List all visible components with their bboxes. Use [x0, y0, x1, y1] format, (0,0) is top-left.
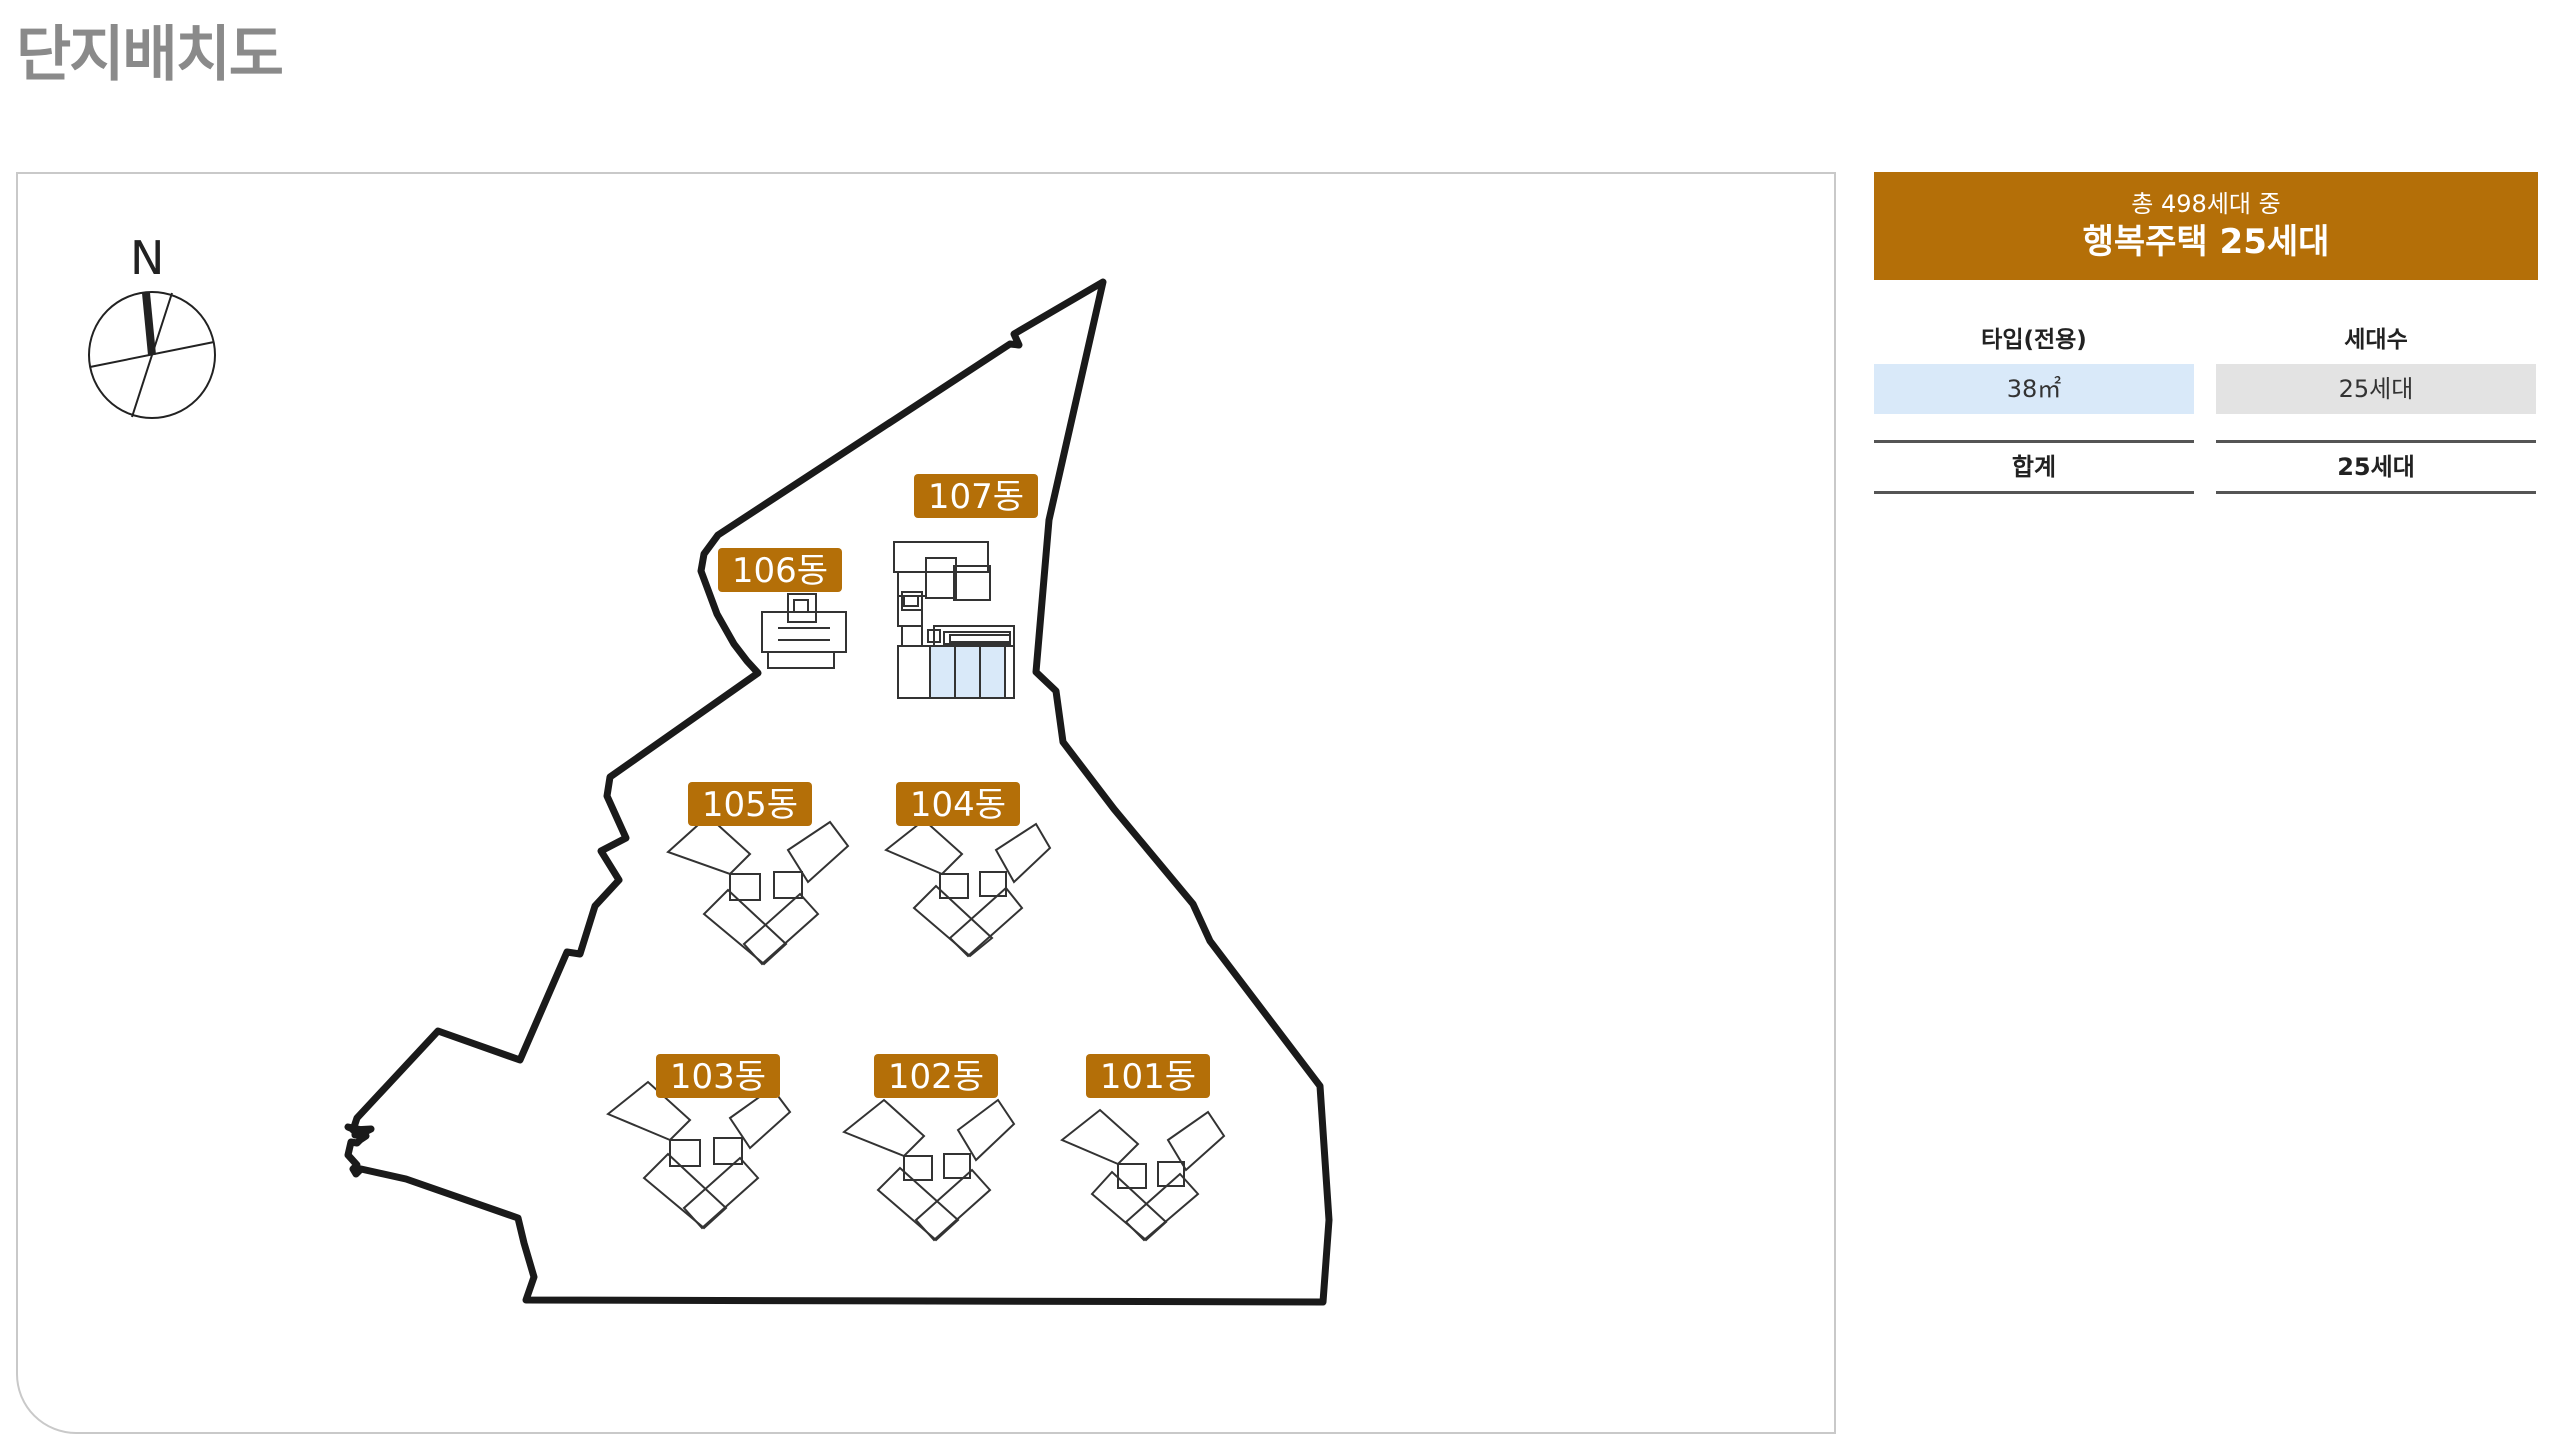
site-plan-svg: N [88, 231, 1333, 1306]
site-plan-map: N [16, 172, 1836, 1434]
building-101-footprint[interactable] [1060, 1108, 1226, 1242]
site-boundary [344, 278, 1333, 1306]
building-102-footprint[interactable] [842, 1098, 1016, 1242]
building-106-footprint[interactable] [761, 593, 847, 669]
building-label-105[interactable]: 105동 [688, 782, 812, 826]
building-label-105-text: 105동 [702, 785, 798, 825]
building-label-102-text: 102동 [888, 1057, 984, 1097]
building-label-103-text: 103동 [670, 1057, 766, 1097]
north-compass-icon: N [88, 231, 216, 419]
building-label-104[interactable]: 104동 [896, 782, 1020, 826]
summary-subtitle: 총 498세대 중 [2131, 190, 2281, 218]
units-column-header: 세대수 [2344, 327, 2408, 353]
building-label-102[interactable]: 102동 [874, 1054, 998, 1098]
building-label-106[interactable]: 106동 [718, 548, 842, 592]
summary-header: 총 498세대 중 행복주택 25세대 [1874, 172, 2538, 280]
building-107-footprint[interactable] [893, 541, 1015, 699]
building-105-footprint[interactable] [666, 814, 850, 966]
page-title: 단지배치도 [16, 20, 284, 90]
total-value: 25세대 [2216, 440, 2536, 494]
type-cell: 38㎡ [1874, 364, 2194, 414]
building-label-107-text: 107동 [928, 477, 1024, 517]
type-column-header: 타입(전용) [1981, 327, 2087, 353]
building-label-104-text: 104동 [910, 785, 1006, 825]
total-label: 합계 [1874, 440, 2194, 494]
compass-label: N [130, 231, 164, 285]
building-label-107[interactable]: 107동 [914, 474, 1038, 518]
building-103-footprint[interactable] [606, 1080, 792, 1230]
building-label-101-text: 101동 [1100, 1057, 1196, 1097]
building-label-101[interactable]: 101동 [1086, 1054, 1210, 1098]
building-label-106-text: 106동 [732, 551, 828, 591]
summary-headline: 행복주택 25세대 [2082, 222, 2330, 262]
building-104-footprint[interactable] [884, 818, 1052, 958]
units-column: 세대수 25세대 25세대 [2216, 320, 2536, 494]
unit-summary-panel: 총 498세대 중 행복주택 25세대 타입(전용) 38㎡ 합계 세대수 25… [1874, 172, 2538, 494]
building-label-103[interactable]: 103동 [656, 1054, 780, 1098]
type-column: 타입(전용) 38㎡ 합계 [1874, 320, 2194, 494]
units-cell: 25세대 [2216, 364, 2536, 414]
